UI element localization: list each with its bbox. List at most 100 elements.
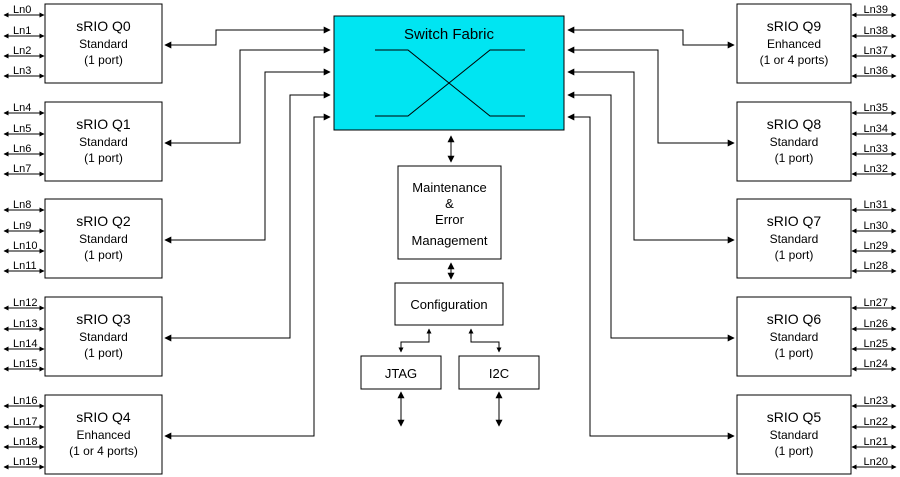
- jtag-box: [360, 355, 442, 390]
- lane-ln25: Ln25: [851, 338, 897, 352]
- lane-label: Ln19: [13, 456, 37, 468]
- lane-ln18: Ln18: [3, 436, 45, 450]
- srio-quad-title: sRIO Q2: [76, 213, 131, 229]
- srio-quad-ports: (1 port): [84, 248, 123, 262]
- fabric-link-q0: [164, 26, 331, 49]
- lane-label: Ln8: [13, 199, 31, 211]
- lane-ln1: Ln1: [3, 25, 45, 39]
- srio-quad-title: sRIO Q7: [767, 213, 822, 229]
- lane-label: Ln29: [864, 240, 888, 252]
- srio-quad-title: sRIO Q6: [767, 311, 822, 327]
- lane-label: Ln12: [13, 297, 37, 309]
- switch-fabric: Switch Fabric: [333, 15, 565, 131]
- maintenance-line-3: Error: [435, 212, 465, 227]
- i2c-box: [458, 355, 540, 390]
- i2c-label: I2C: [489, 366, 509, 381]
- srio-quad-box: [736, 101, 852, 182]
- lane-label: Ln24: [864, 358, 888, 370]
- srio-quad-type: Standard: [79, 232, 128, 246]
- configuration-label: Configuration: [410, 297, 487, 312]
- lane-label: Ln6: [13, 143, 31, 155]
- lane-ln22: Ln22: [851, 416, 897, 430]
- lane-label: Ln0: [13, 4, 31, 16]
- srio-quad-title: sRIO Q9: [767, 18, 822, 34]
- lane-ln13: Ln13: [3, 318, 45, 332]
- lane-ln37: Ln37: [851, 45, 897, 59]
- maintenance-line-4: Management: [412, 233, 488, 248]
- lane-label: Ln25: [864, 338, 888, 350]
- lane-label: Ln14: [13, 338, 37, 350]
- srio-quad-box: [44, 101, 163, 182]
- lane-ln12: Ln12: [3, 297, 45, 311]
- srio-quad-type: Standard: [770, 428, 819, 442]
- srio-quad-box: [736, 394, 852, 475]
- maintenance-error-management: Maintenance & Error Management: [397, 165, 502, 260]
- lane-ln30: Ln30: [851, 220, 897, 234]
- fabric-link-q9: [567, 26, 735, 49]
- lane-ln11: Ln11: [3, 260, 45, 274]
- lane-ln8: Ln8: [3, 199, 45, 213]
- lane-ln35: Ln35: [851, 102, 897, 116]
- srio-quad-box: [736, 296, 852, 377]
- srio-quad-ports: (1 or 4 ports): [69, 444, 138, 458]
- lane-label: Ln10: [13, 240, 37, 252]
- lane-label: Ln33: [864, 143, 888, 155]
- lane-label: Ln35: [864, 102, 888, 114]
- lane-label: Ln32: [864, 163, 888, 175]
- lane-ln15: Ln15: [3, 358, 45, 372]
- srio-quad-type: Standard: [79, 330, 128, 344]
- lane-ln7: Ln7: [3, 163, 45, 177]
- lane-label: Ln38: [864, 25, 888, 37]
- lane-label: Ln31: [864, 199, 888, 211]
- lane-ln17: Ln17: [3, 416, 45, 430]
- srio-quad-type: Standard: [770, 232, 819, 246]
- srio-quad-type: Enhanced: [767, 37, 821, 51]
- switch-fabric-label: Switch Fabric: [404, 26, 495, 43]
- fabric-link-q5: [567, 113, 735, 440]
- lane-label: Ln34: [864, 123, 888, 135]
- fabric-link-q7: [567, 68, 735, 244]
- srio-quad-box: [736, 3, 852, 84]
- lane-ln36: Ln36: [851, 65, 897, 79]
- srio-quad-ports: (1 port): [775, 444, 814, 458]
- fabric-link-q2: [164, 68, 331, 244]
- lane-ln20: Ln20: [851, 456, 897, 470]
- srio-quad-type: Standard: [770, 330, 819, 344]
- lane-label: Ln26: [864, 318, 888, 330]
- lane-ln33: Ln33: [851, 143, 897, 157]
- srio-quad-title: sRIO Q5: [767, 409, 822, 425]
- lane-label: Ln27: [864, 297, 888, 309]
- lane-ln27: Ln27: [851, 297, 897, 311]
- srio-quad-ports: (1 port): [775, 248, 814, 262]
- srio-quad-ports: (1 port): [84, 53, 123, 67]
- lane-label: Ln16: [13, 395, 37, 407]
- lane-ln0: Ln0: [3, 4, 45, 18]
- crossbar-line-up: [375, 49, 525, 117]
- srio-quad-title: sRIO Q0: [76, 18, 131, 34]
- maintenance-box: [397, 165, 502, 260]
- configuration: Configuration: [394, 282, 504, 326]
- srio-quad-ports: (1 port): [775, 346, 814, 360]
- lane-label: Ln20: [864, 456, 888, 468]
- lane-label: Ln3: [13, 65, 31, 77]
- lane-ln2: Ln2: [3, 45, 45, 59]
- fabric-link-q6: [567, 91, 735, 342]
- lane-ln21: Ln21: [851, 436, 897, 450]
- lane-ln24: Ln24: [851, 358, 897, 372]
- lane-label: Ln1: [13, 25, 31, 37]
- lane-label: Ln18: [13, 436, 37, 448]
- srio-quad-box: [44, 3, 163, 84]
- switch-fabric-box: [333, 15, 565, 131]
- srio-quad-ports: (1 or 4 ports): [760, 53, 829, 67]
- jtag-label: JTAG: [385, 366, 417, 381]
- lane-ln4: Ln4: [3, 102, 45, 116]
- srio-quad-ports: (1 port): [775, 151, 814, 165]
